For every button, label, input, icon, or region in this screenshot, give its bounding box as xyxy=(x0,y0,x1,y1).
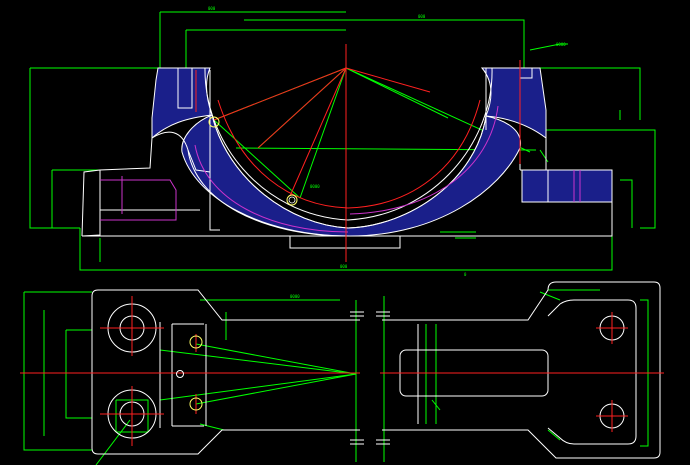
plan-right-centerlines xyxy=(380,312,664,432)
plan-left-holes xyxy=(176,335,203,411)
front-elevation-view: 000 000 0000 0000 000 0 xyxy=(29,6,656,277)
plan-left-break-marks xyxy=(350,311,364,445)
front-bolt-holes xyxy=(208,116,298,206)
svg-text:000: 000 xyxy=(208,6,216,11)
svg-text:0000: 0000 xyxy=(556,42,566,47)
plan-left-outline xyxy=(91,289,360,455)
plan-left-dimension-lines xyxy=(23,291,357,465)
svg-text:0000: 0000 xyxy=(310,184,320,189)
plan-right-dimension-lines xyxy=(383,289,649,462)
front-dim-texts: 000 000 0000 0000 000 0 xyxy=(208,6,566,277)
plan-left-dim-text: 0000 xyxy=(290,294,300,299)
svg-text:000: 000 xyxy=(418,14,426,19)
plan-right-outline xyxy=(382,281,661,459)
front-hatched-body xyxy=(151,67,613,237)
plan-view-left: 0000 xyxy=(20,289,364,465)
svg-text:0: 0 xyxy=(464,272,467,277)
front-centerlines xyxy=(195,44,521,262)
plan-view-right xyxy=(376,281,664,462)
front-bore-lines xyxy=(100,105,581,233)
svg-text:000: 000 xyxy=(340,264,348,269)
plan-left-centerlines xyxy=(20,296,360,446)
plan-right-break-marks xyxy=(376,311,390,445)
